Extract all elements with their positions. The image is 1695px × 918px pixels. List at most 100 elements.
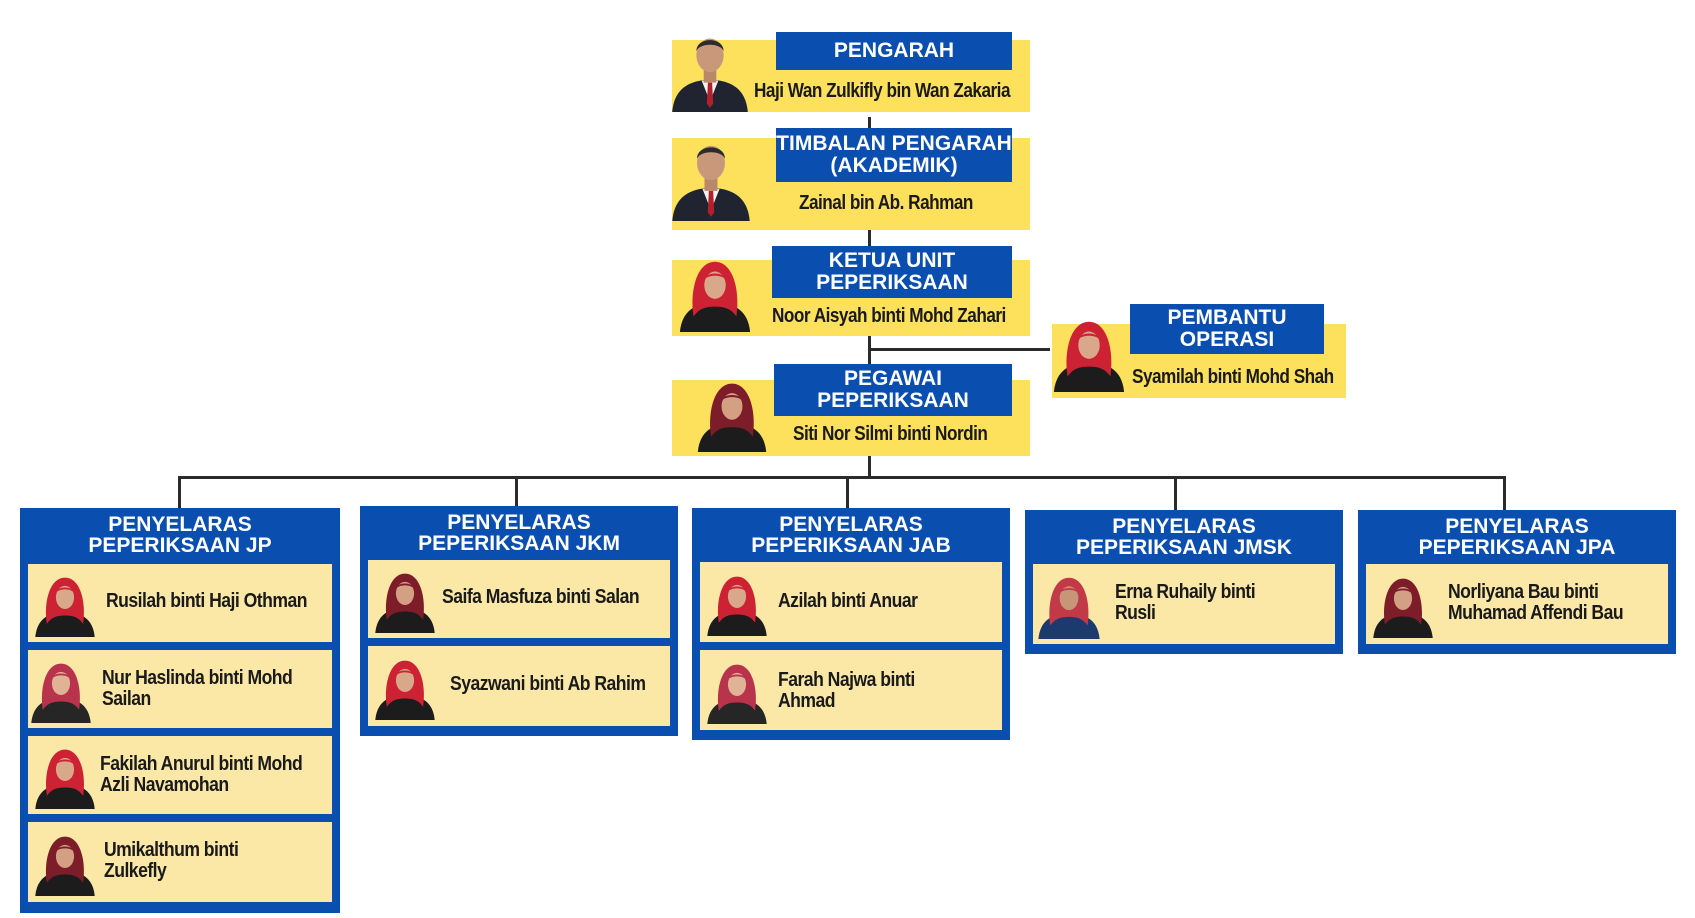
member-card: Syazwani binti Ab Rahim: [368, 646, 670, 726]
member-name: Rusilah binti Haji Othman: [106, 591, 307, 612]
panel-title-line1: PENYELARAS: [447, 511, 591, 534]
role-title-text: PENGARAH: [833, 38, 955, 62]
member-name: Umikalthum binti Zulkefly: [104, 839, 239, 882]
member-name: Farah Najwa binti Ahmad: [778, 670, 915, 712]
avatar: [32, 824, 98, 902]
role-title-line1: PEGAWAI: [843, 366, 943, 390]
member-card: Azilah binti Anuar: [700, 562, 1002, 642]
panel-title: PENYELARAS PEPERIKSAAN JMSK: [1025, 516, 1343, 558]
panel-title: PENYELARAS PEPERIKSAAN JP: [20, 514, 340, 556]
member-name-line1: Saifa Masfuza binti Salan: [442, 586, 640, 608]
role-title-line2: PEPERIKSAAN: [816, 271, 968, 294]
panel-title-line2: PEPERIKSAAN JAB: [751, 534, 951, 557]
avatar: [704, 564, 770, 642]
panel-title-line1: PENYELARAS: [779, 513, 923, 536]
member-name-line2: Azli Navamohan: [100, 774, 229, 796]
member-name-line1: Fakilah Anurul binti Mohd: [100, 753, 303, 775]
node-pengarah: PENGARAH Haji Wan Zulkifly bin Wan Zakar…: [668, 22, 1034, 118]
avatar: [1050, 306, 1128, 400]
member-name: Norliyana Bau binti Muhamad Affendi Bau: [1448, 581, 1624, 624]
person-name: Siti Nor Silmi binti Nordin: [793, 423, 988, 445]
member-name: Fakilah Anurul binti Mohd Azli Navamohan: [100, 753, 303, 796]
member-name: Erna Ruhaily binti Rusli: [1115, 581, 1256, 624]
member-name-line1: Azilah binti Anuar: [778, 590, 918, 612]
member-name-line2: Muhamad Affendi Bau: [1448, 602, 1624, 624]
panel-title-line2: PEPERIKSAAN JPA: [1418, 536, 1616, 559]
member-name-line2: Rusli: [1115, 602, 1156, 624]
avatar: [694, 366, 770, 462]
member-card: Norliyana Bau binti Muhamad Affendi Bau: [1366, 564, 1668, 644]
panel-title-line1: PENYELARAS: [108, 513, 252, 536]
avatar: [1370, 566, 1436, 644]
member-name-line2: Ahmad: [778, 690, 836, 712]
member-name-line1: Farah Najwa binti: [778, 669, 915, 691]
person-name: Zainal bin Ab. Rahman: [799, 192, 973, 214]
role-title-line1: KETUA UNIT: [828, 248, 956, 272]
panel-title: PENYELARAS PEPERIKSAAN JAB: [692, 514, 1010, 556]
member-card: Fakilah Anurul binti Mohd Azli Navamohan: [28, 736, 332, 814]
member-card: Farah Najwa binti Ahmad: [700, 650, 1002, 730]
node-pembantu-operasi: PEMBANTU OPERASI Syamilah binti Mohd Sha…: [1048, 304, 1348, 402]
role-title-line2: OPERASI: [1179, 328, 1275, 351]
connector-drop-jkm: [515, 476, 518, 506]
member-name-line2: Zulkefly: [104, 860, 167, 882]
avatar: [372, 562, 438, 638]
avatar: [32, 738, 98, 814]
avatar: [1035, 566, 1103, 644]
avatar: [676, 246, 754, 340]
avatar: [668, 24, 752, 116]
connector-to-assistant: [870, 348, 1050, 351]
person-name: Haji Wan Zulkifly bin Wan Zakaria: [754, 80, 1011, 102]
connector-drop-jab: [846, 476, 849, 508]
person-name: Syamilah binti Mohd Shah: [1132, 366, 1334, 388]
role-title: KETUA UNIT PEPERIKSAAN: [772, 246, 1012, 298]
member-card: Nur Haslinda binti Mohd Sailan: [28, 650, 332, 728]
node-ketua-unit: KETUA UNIT PEPERIKSAAN Noor Aisyah binti…: [668, 242, 1034, 342]
connector-drop-jpa: [1503, 476, 1506, 510]
member-name: Nur Haslinda binti Mohd Sailan: [102, 667, 293, 710]
panel-title: PENYELARAS PEPERIKSAAN JKM: [360, 512, 678, 554]
member-name-line1: Syazwani binti Ab Rahim: [450, 673, 646, 695]
panel-penyelaras-jmsk: PENYELARAS PEPERIKSAAN JMSK Erna Ruhaily…: [1025, 510, 1343, 654]
connector-horizontal-bus: [178, 476, 1506, 479]
role-title-line1: TIMBALAN PENGARAH: [776, 131, 1012, 155]
avatar: [28, 652, 94, 728]
member-card: Umikalthum binti Zulkefly: [28, 822, 332, 902]
panel-title-line2: PEPERIKSAAN JMSK: [1076, 536, 1292, 559]
member-name-line1: Rusilah binti Haji Othman: [106, 590, 307, 612]
connector-drop-jp: [178, 476, 181, 508]
panel-penyelaras-jp: PENYELARAS PEPERIKSAAN JP Rusilah binti …: [20, 508, 340, 913]
connector-drop-jmsk: [1174, 476, 1177, 510]
role-title: PEGAWAI PEPERIKSAAN: [774, 364, 1012, 416]
role-title-line2: (AKADEMIK): [830, 154, 958, 177]
member-card: Erna Ruhaily binti Rusli: [1033, 564, 1335, 644]
panel-penyelaras-jab: PENYELARAS PEPERIKSAAN JAB Azilah binti …: [692, 508, 1010, 740]
panel-title-line2: PEPERIKSAAN JP: [88, 534, 272, 557]
panel-title-line1: PENYELARAS: [1112, 515, 1256, 538]
member-name: Syazwani binti Ab Rahim: [450, 674, 646, 695]
panel-penyelaras-jkm: PENYELARAS PEPERIKSAAN JKM Saifa Masfuza…: [360, 506, 678, 736]
avatar: [704, 652, 770, 730]
role-title-line2: PEPERIKSAAN: [817, 389, 969, 412]
role-title: TIMBALAN PENGARAH (AKADEMIK): [776, 128, 1012, 182]
role-title: PEMBANTU OPERASI: [1130, 304, 1324, 354]
avatar: [668, 130, 754, 226]
node-timbalan-pengarah: TIMBALAN PENGARAH (AKADEMIK) Zainal bin …: [668, 126, 1034, 230]
member-name: Azilah binti Anuar: [778, 590, 918, 612]
avatar: [32, 566, 98, 642]
member-name-line2: Sailan: [102, 688, 151, 710]
member-name-line1: Umikalthum binti: [104, 839, 239, 861]
panel-title: PENYELARAS PEPERIKSAAN JPA: [1358, 516, 1676, 558]
panel-penyelaras-jpa: PENYELARAS PEPERIKSAAN JPA Norliyana Bau…: [1358, 510, 1676, 654]
member-name-line1: Erna Ruhaily binti: [1115, 581, 1256, 603]
panel-title-line2: PEPERIKSAAN JKM: [418, 532, 620, 555]
panel-title-line1: PENYELARAS: [1445, 515, 1589, 538]
member-name-line1: Nur Haslinda binti Mohd: [102, 667, 293, 689]
member-name-line1: Norliyana Bau binti: [1448, 581, 1599, 603]
member-name: Saifa Masfuza binti Salan: [442, 586, 640, 608]
role-title-line1: PEMBANTU: [1167, 305, 1287, 329]
person-name: Noor Aisyah binti Mohd Zahari: [772, 305, 1006, 327]
member-card: Rusilah binti Haji Othman: [28, 564, 332, 642]
member-card: Saifa Masfuza binti Salan: [368, 560, 670, 638]
avatar: [372, 648, 438, 726]
